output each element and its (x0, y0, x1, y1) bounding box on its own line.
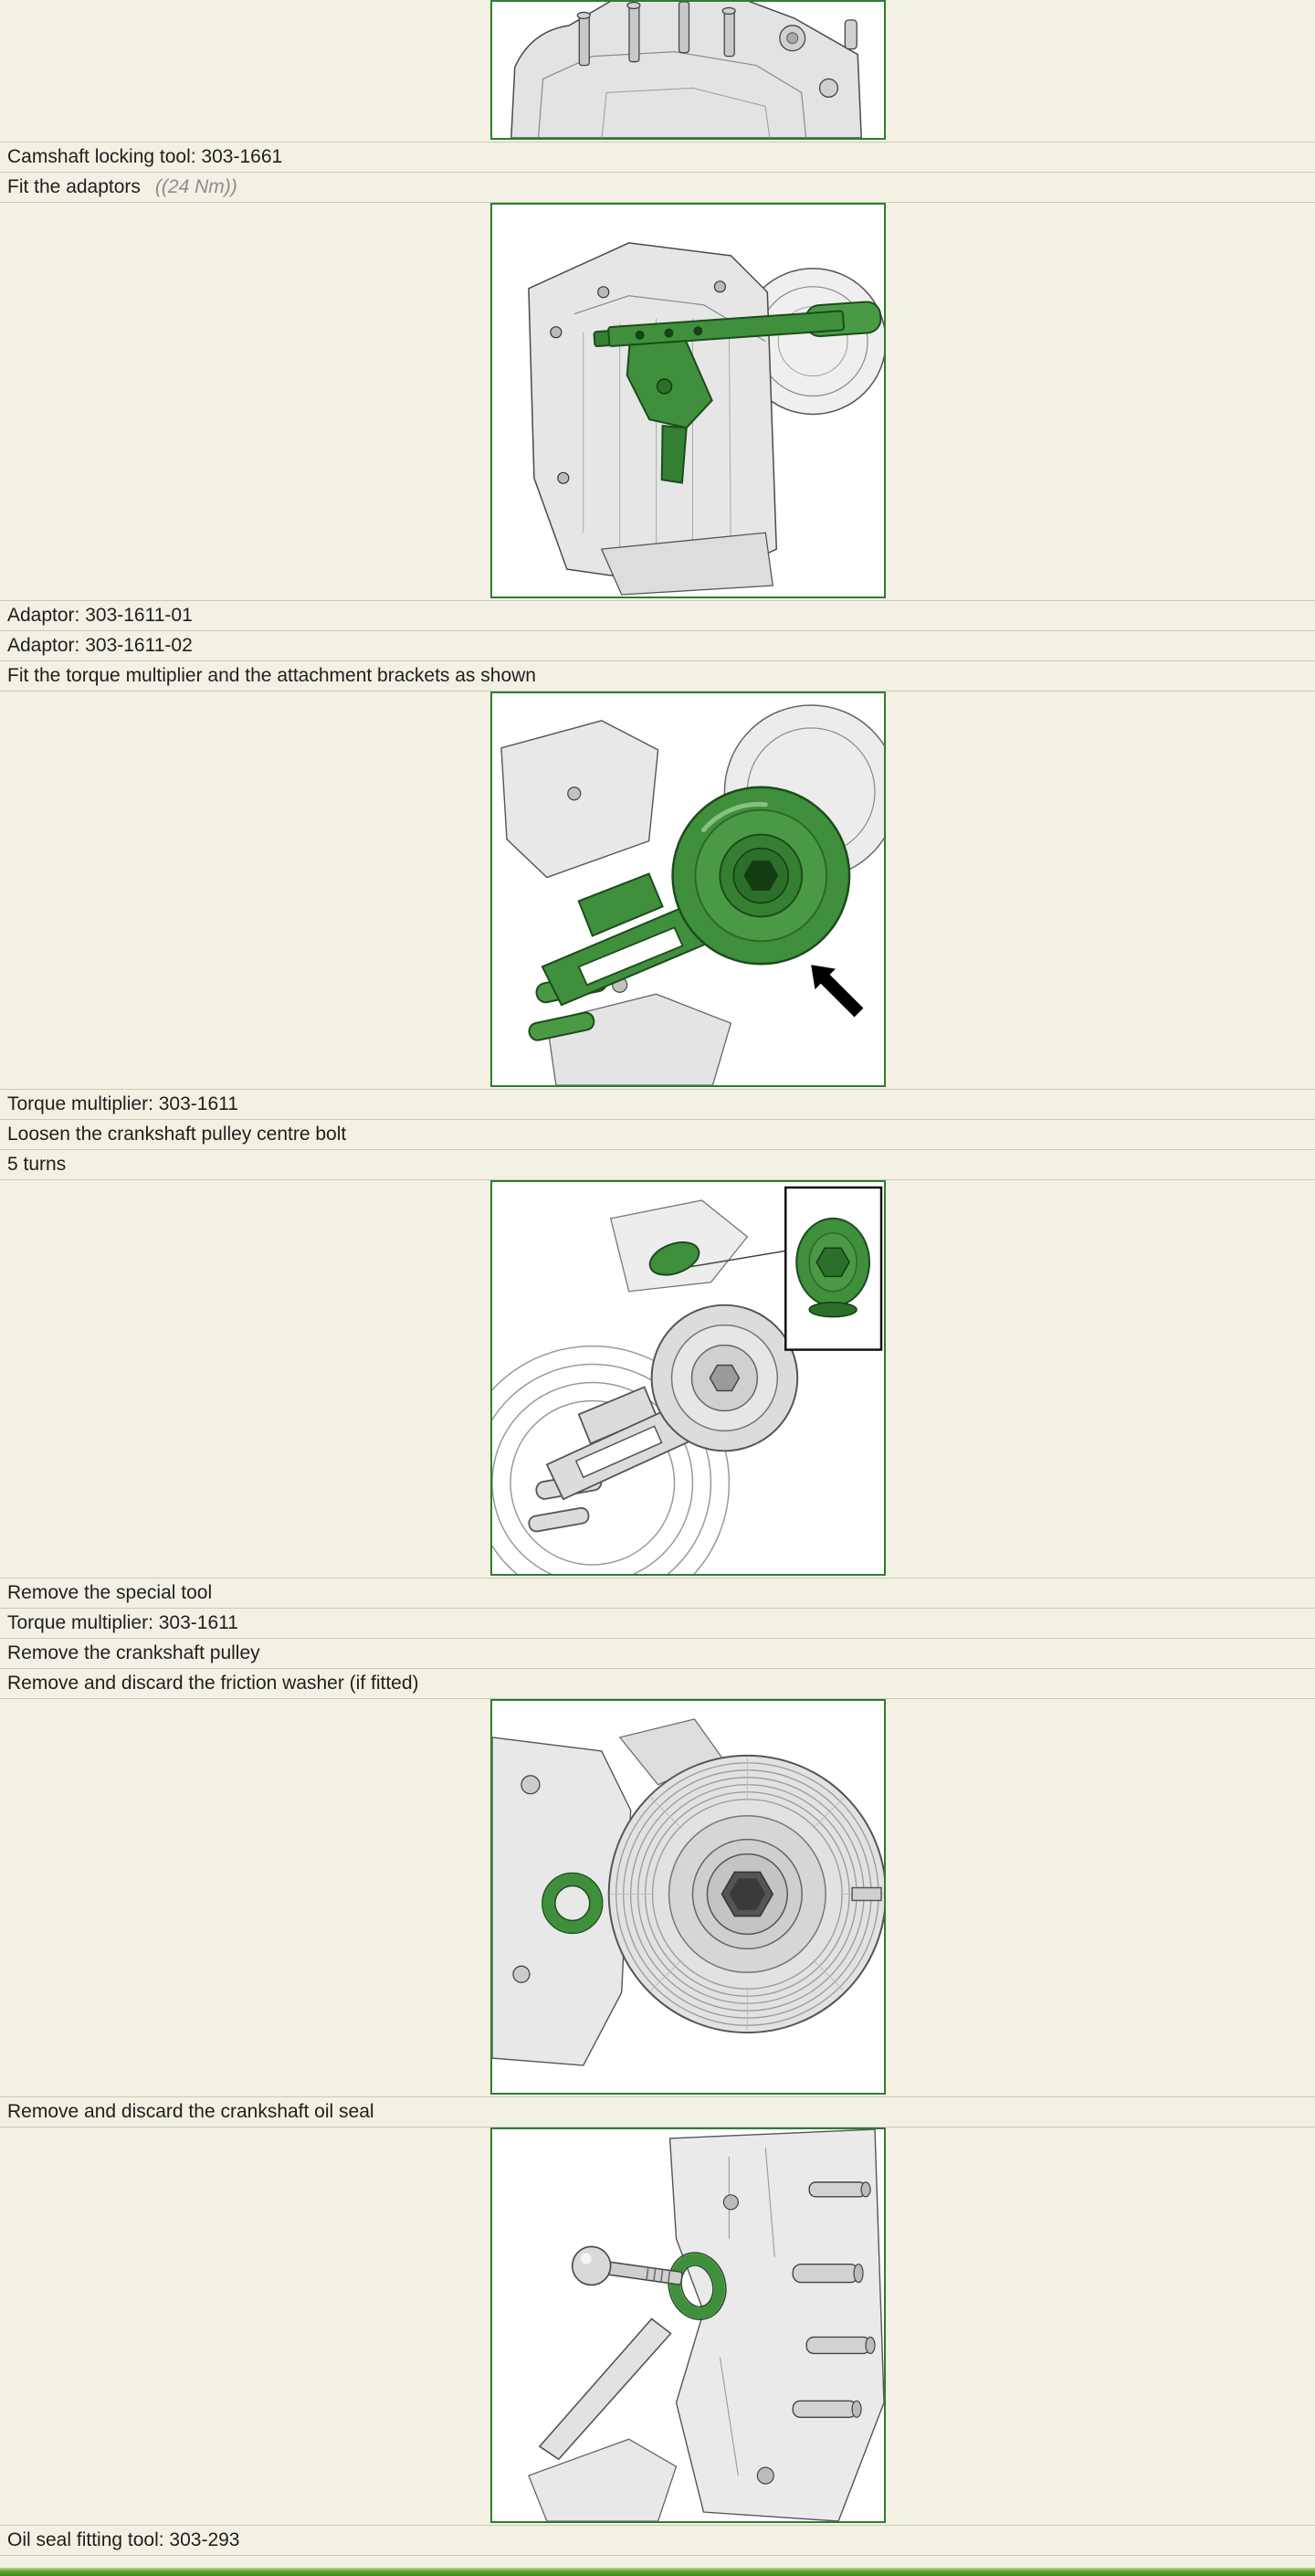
torque-multiplier-illustration (492, 693, 884, 1085)
step-text: Remove and discard the crankshaft oil se… (7, 2101, 374, 2122)
adaptors-fitted-illustration[interactable] (490, 203, 886, 598)
step-text-row: 5 turns (0, 1149, 1315, 1179)
step-text-row: Adaptor: 303-1611-02 (0, 630, 1315, 660)
step-text-row: Fit the torque multiplier and the attach… (0, 660, 1315, 691)
step-image-row (0, 1698, 1315, 2096)
step-image-row (0, 2127, 1315, 2525)
step-text-row: Remove the crankshaft pulley (0, 1638, 1315, 1668)
step-text-row: Fit the adaptors ((24 Nm)) (0, 172, 1315, 202)
oil-seal-illustration (492, 2129, 884, 2521)
step-text: Remove the special tool (7, 1582, 213, 1603)
step-text-row: Adaptor: 303-1611-01 (0, 600, 1315, 630)
step-image-row (0, 0, 1315, 142)
step-text: Oil seal fitting tool: 303-293 (7, 2529, 240, 2550)
step-text-row: Remove and discard the crankshaft oil se… (0, 2096, 1315, 2127)
step-text: Fit the torque multiplier and the attach… (7, 665, 536, 686)
adaptor-bar-illustration (492, 205, 884, 596)
bottom-progress-bar (0, 2568, 1315, 2576)
crankshaft-pulley-closeup-illustration[interactable] (490, 1699, 886, 2095)
step-text: Remove and discard the friction washer (… (7, 1673, 419, 1694)
step-text: Torque multiplier: 303-1611 (7, 1093, 238, 1114)
oil-seal-removal-illustration[interactable] (490, 2127, 886, 2523)
step-text: Adaptor: 303-1611-02 (7, 635, 193, 656)
step-image-row (0, 202, 1315, 600)
step-text-row: Remove and discard the friction washer (… (0, 1668, 1315, 1698)
torque-multiplier-fitted-illustration[interactable] (490, 692, 886, 1087)
step-text: Loosen the crankshaft pulley centre bolt (7, 1124, 347, 1145)
step-text: Remove the crankshaft pulley (7, 1642, 260, 1663)
engine-top-illustration (492, 2, 884, 138)
camshaft-locking-tool-fitted-illustration[interactable] (490, 0, 886, 140)
bottom-spacer (0, 2555, 1315, 2568)
centre-bolt-illustration (492, 1182, 884, 1574)
step-text-row: Loosen the crankshaft pulley centre bolt (0, 1119, 1315, 1149)
pulley-closeup-illustration (492, 1701, 884, 2093)
torque-note: ((24 Nm)) (154, 176, 237, 197)
pointer-arrow (811, 965, 864, 1018)
step-text: Camshaft locking tool: 303-1661 (7, 146, 283, 167)
step-image-row (0, 1179, 1315, 1578)
step-text-row: Torque multiplier: 303-1611 (0, 1089, 1315, 1119)
step-text-row: Camshaft locking tool: 303-1661 (0, 142, 1315, 172)
step-text: 5 turns (7, 1154, 67, 1175)
step-text: Torque multiplier: 303-1611 (7, 1612, 238, 1633)
step-text-row: Oil seal fitting tool: 303-293 (0, 2525, 1315, 2555)
crankshaft-pulley-centre-bolt-illustration[interactable] (490, 1180, 886, 1576)
step-text: Fit the adaptors (7, 176, 141, 197)
step-text-row: Torque multiplier: 303-1611 (0, 1608, 1315, 1638)
step-text-row: Remove the special tool (0, 1578, 1315, 1608)
step-image-row (0, 691, 1315, 1089)
step-text: Adaptor: 303-1611-01 (7, 605, 193, 626)
